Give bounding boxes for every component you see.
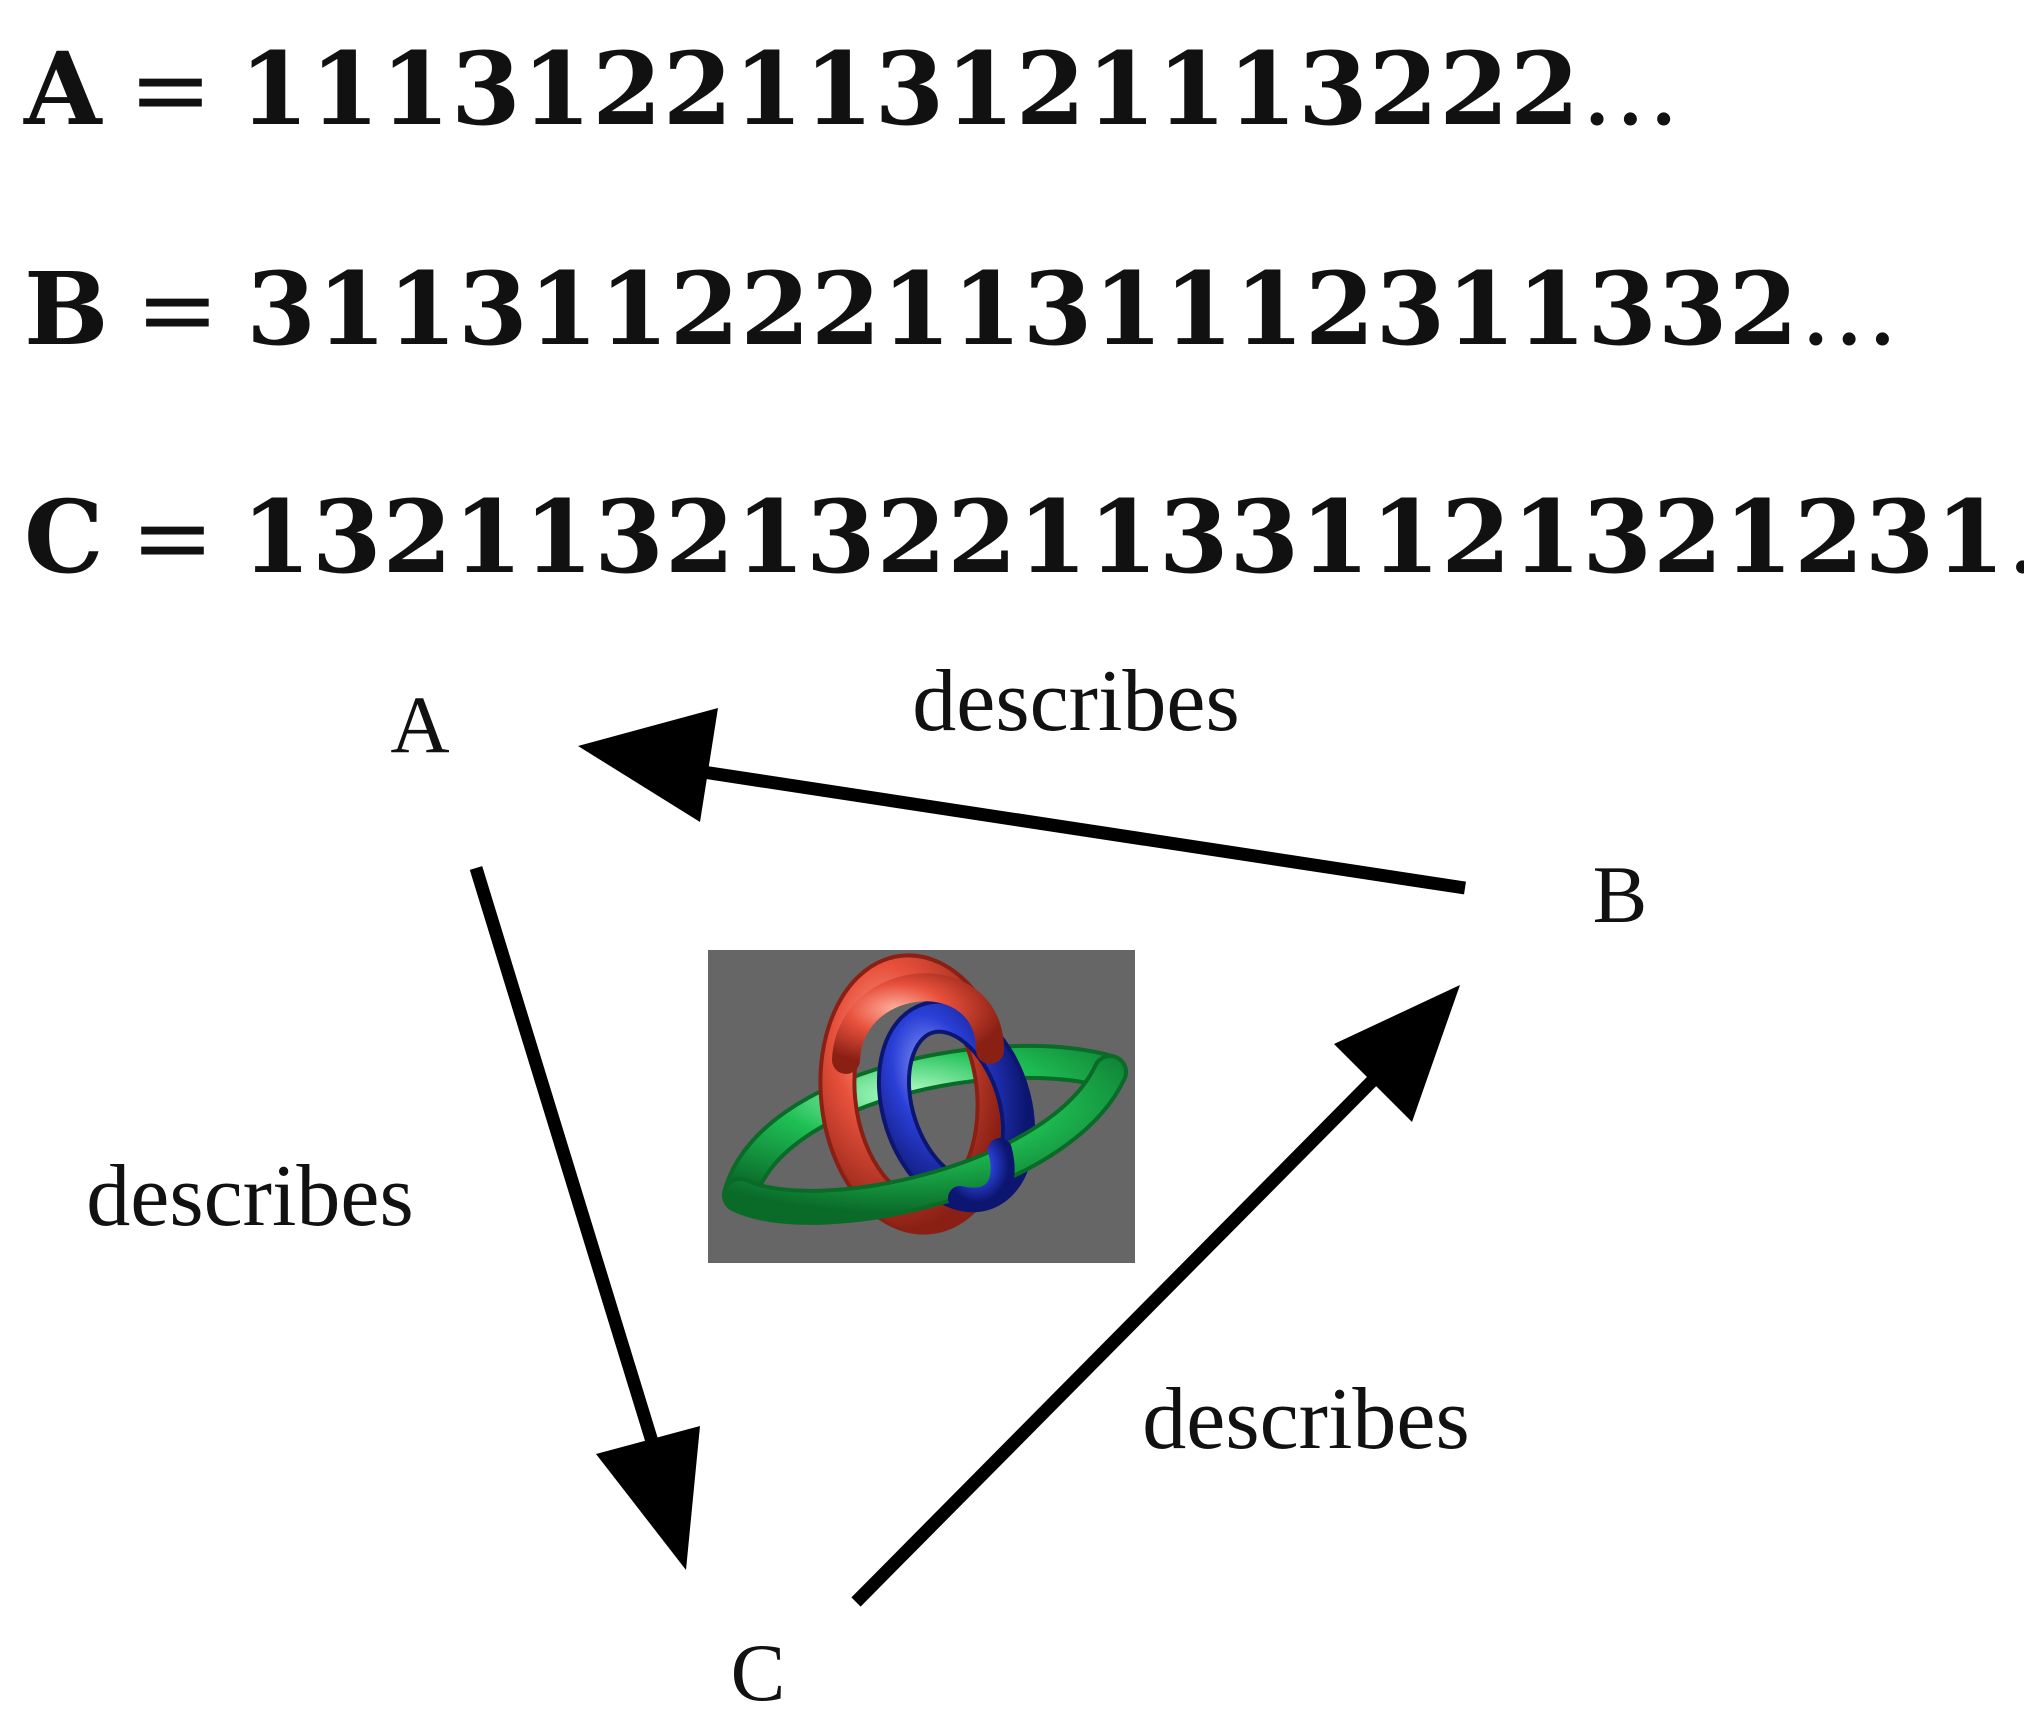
- sequence-b-equals: =: [135, 251, 221, 368]
- node-b-label: B: [1593, 849, 1648, 940]
- sequence-c-ellipsis: …: [2006, 479, 2024, 596]
- sequence-b-ellipsis: …: [1799, 251, 1906, 368]
- sequence-c-equals: =: [130, 479, 216, 596]
- edge-a-c-label: describes: [86, 1148, 413, 1245]
- edge-c-b-label: describes: [1142, 1371, 1469, 1468]
- node-c-label: C: [731, 1627, 786, 1718]
- borromean-rings-image: [708, 950, 1135, 1263]
- sequence-c-digits: 1321132132211331121321231: [241, 478, 2006, 596]
- sequence-a-equals: =: [128, 31, 214, 148]
- sequence-b-digits: 3113112221131112311332: [246, 250, 1800, 368]
- sequence-a-name: A: [24, 30, 103, 148]
- sequence-a-digits: 1113122113121113222: [239, 30, 1581, 148]
- sequence-a-equation: A=1113122113121113222…: [24, 30, 1686, 148]
- sequence-c-equation: C=1321132132211331121321231…: [24, 478, 2024, 596]
- sequence-c-name: C: [24, 478, 105, 596]
- edge-b-a-label: describes: [912, 653, 1239, 750]
- arrow-a-to-c: [469, 866, 700, 1570]
- arrow-b-to-a: [578, 708, 1466, 895]
- arrow-c-to-b: [851, 985, 1460, 1607]
- sequence-b-equation: B=3113112221131112311332…: [24, 250, 1905, 368]
- sequence-a-ellipsis: …: [1580, 31, 1687, 148]
- node-a-label: A: [390, 679, 449, 770]
- sequence-b-name: B: [24, 250, 110, 368]
